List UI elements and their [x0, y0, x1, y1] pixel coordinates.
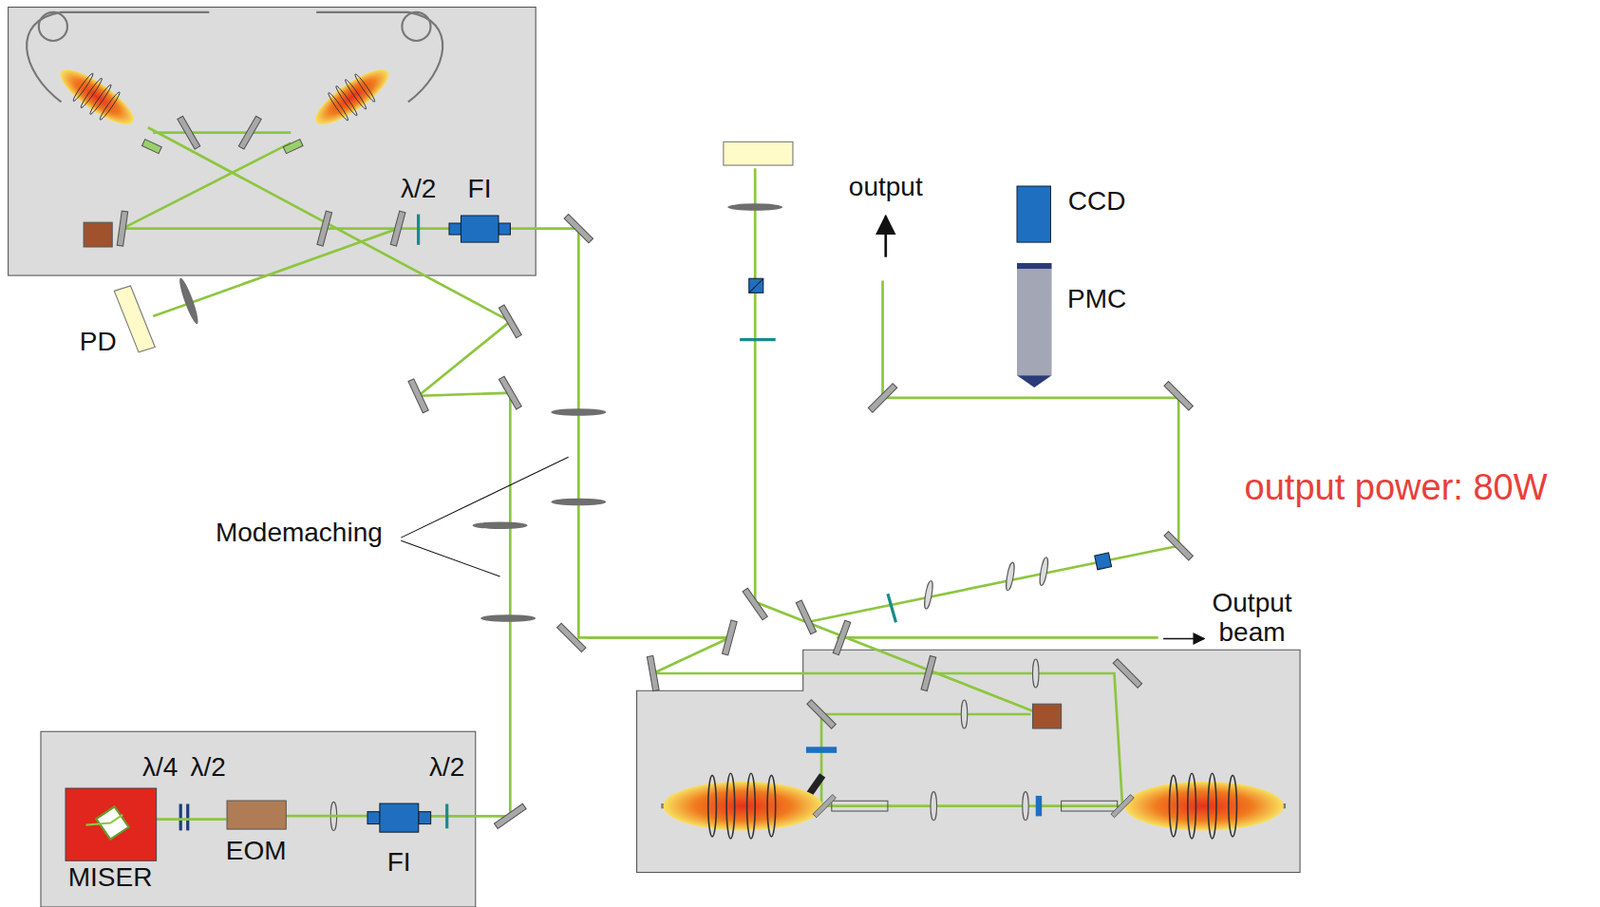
faraday-isolator: FI [449, 214, 510, 244]
laser-beam [155, 817, 226, 821]
component-label: FI [468, 173, 492, 204]
waveplate-label: λ/2 [190, 752, 226, 783]
camera-shape [1016, 186, 1051, 243]
laser-source: MISER [65, 788, 157, 861]
camera: CCD [1016, 186, 1051, 243]
callout-label: Modemaching [215, 518, 383, 548]
laser-beam [285, 814, 368, 818]
waveplate-label: λ/2 [400, 173, 436, 204]
faraday-isolator-shape [367, 802, 432, 833]
photodiode: PD [110, 285, 156, 353]
component-label: CCD [1068, 186, 1127, 216]
faraday-isolator-shape [449, 214, 510, 244]
component-label: EOM [225, 836, 287, 866]
output-label: Output beam [1201, 588, 1303, 648]
modulator: EOM [226, 800, 286, 829]
laser-source-shape [65, 788, 157, 861]
modulator-shape [226, 800, 286, 829]
photodiode-shape [110, 285, 156, 353]
component-label: PD [79, 327, 117, 358]
mode-cleaner: PMC [1016, 263, 1053, 388]
component-label: PMC [1067, 283, 1127, 314]
output-label: output [848, 171, 923, 202]
power-note: output power: 80W [1244, 468, 1548, 509]
waveplate-label: λ/2 [429, 752, 465, 783]
component-label: FI [387, 847, 412, 878]
mode-cleaner-shape [1016, 263, 1053, 388]
waveplate-label: λ/4 [142, 752, 178, 783]
faraday-isolator: FI [367, 802, 432, 833]
component-label: MISER [68, 863, 153, 893]
